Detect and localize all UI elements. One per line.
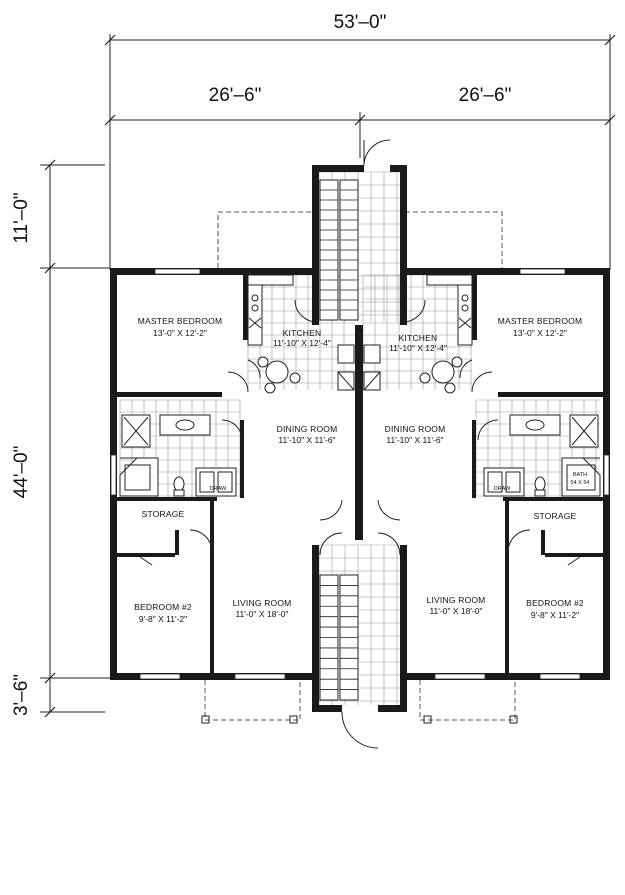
left-dining-room-label: DINING ROOM — [277, 424, 338, 434]
bath-fixtures — [119, 414, 601, 497]
left-storage-label: STORAGE — [142, 509, 185, 519]
overall-width-label: 53'–0" — [334, 12, 387, 33]
right-bedroom2-label: BEDROOM #2 — [526, 598, 584, 608]
left-master-bedroom-size: 13'-0" X 12'-2" — [153, 328, 207, 338]
dimension-lines — [40, 34, 616, 718]
roof-outline — [201, 211, 518, 724]
doors — [139, 139, 581, 749]
main-depth-label: 44'–0" — [11, 446, 32, 499]
dining-tables — [257, 356, 463, 394]
right-unit-width-label: 26'–6" — [459, 85, 512, 106]
right-bedroom2-size: 9'-8" X 11'-2" — [531, 610, 579, 620]
left-kitchen-size: 11'-10" X 12'-4" — [273, 338, 331, 348]
left-kitchen-label: KITCHEN — [283, 328, 322, 338]
left-bedroom2-label: BEDROOM #2 — [134, 602, 192, 612]
left-master-bedroom-label: MASTER BEDROOM — [138, 316, 223, 326]
stairs-bottom — [319, 574, 359, 701]
bath-size-label: 54 X 54 — [571, 480, 590, 486]
left-living-room-size: 11'-0" X 18'-0" — [235, 609, 288, 619]
right-living-room-label: LIVING ROOM — [427, 595, 486, 605]
right-dining-room-label: DINING ROOM — [385, 424, 446, 434]
right-storage-label: STORAGE — [534, 511, 577, 521]
windows — [110, 268, 610, 680]
right-vanity-label: DRAW — [494, 486, 511, 492]
left-living-room-label: LIVING ROOM — [233, 598, 292, 608]
stairs-top — [319, 179, 359, 321]
bath-label: BATH — [573, 472, 587, 478]
right-master-bedroom-label: MASTER BEDROOM — [498, 316, 583, 326]
left-dining-room-size: 11'-10" X 11'-6" — [278, 435, 335, 445]
right-kitchen-label: KITCHEN — [399, 333, 438, 343]
entry-depth-label: 11'–0" — [11, 192, 32, 243]
left-bedroom2-size: 9'-8" X 11'-2" — [139, 614, 187, 624]
porch-depth-label: 3'–6" — [11, 674, 32, 716]
right-living-room-size: 11'-0" X 18'-0" — [429, 606, 482, 616]
walls — [110, 165, 610, 712]
left-vanity-label: DRAW — [210, 486, 227, 492]
right-master-bedroom-size: 13'-0" X 12'-2" — [513, 328, 567, 338]
right-dining-room-size: 11'-10" X 11'-6" — [386, 435, 443, 445]
left-unit-width-label: 26'–6" — [209, 85, 262, 106]
kitchen-fixtures — [247, 274, 473, 391]
right-kitchen-size: 11'-10" X 12'-4" — [389, 343, 447, 353]
